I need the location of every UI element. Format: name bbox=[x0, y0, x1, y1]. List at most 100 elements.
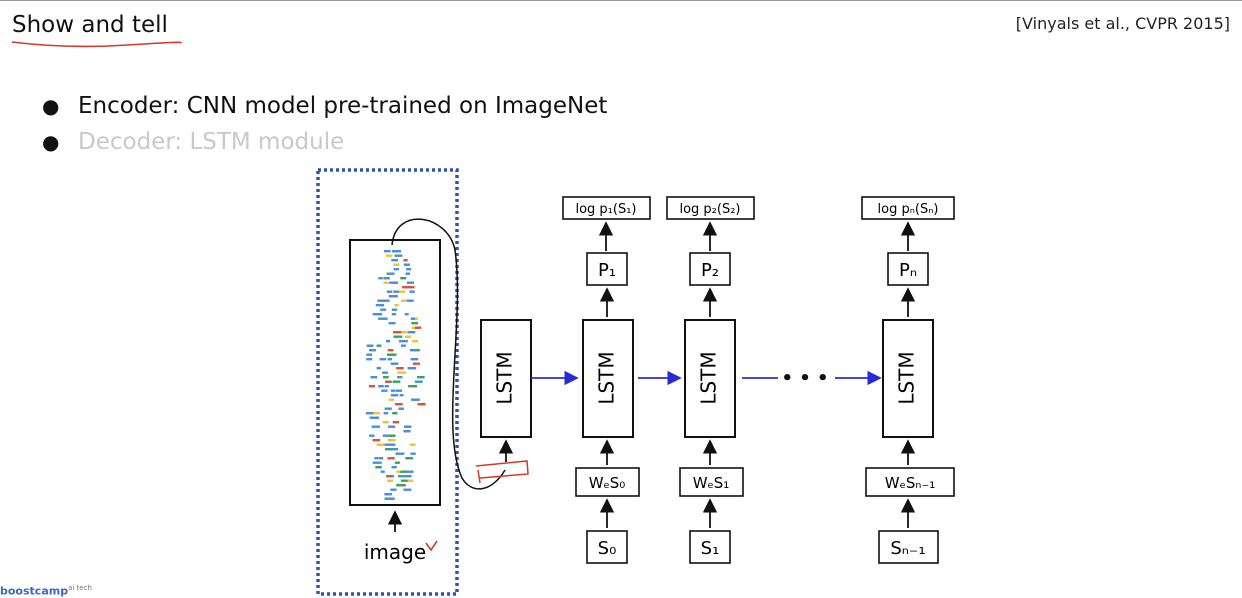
cnn-layer-block bbox=[370, 376, 378, 379]
cnn-layer-block bbox=[365, 412, 374, 415]
cnn-layer-block bbox=[405, 286, 415, 289]
input-box bbox=[878, 530, 939, 564]
lstm-init-label: LSTM bbox=[493, 351, 517, 404]
cnn-layer-block bbox=[376, 344, 382, 347]
output-label: log p₁(S₁) bbox=[575, 202, 636, 217]
cnn-layer-block bbox=[392, 412, 398, 415]
ellipsis: • • • bbox=[781, 368, 828, 389]
bullet-dot-icon: ● bbox=[42, 94, 60, 118]
cnn-layer-block bbox=[378, 385, 384, 388]
cnn-layer-block bbox=[380, 308, 386, 311]
cnn-layer-block bbox=[382, 434, 391, 437]
cnn-layer-block bbox=[404, 430, 411, 433]
cnn-layer-block bbox=[383, 281, 389, 284]
cnn-layer-block bbox=[388, 353, 397, 356]
prob-box bbox=[586, 252, 628, 286]
cnn-layer-block bbox=[406, 425, 412, 428]
output-box bbox=[861, 196, 955, 220]
slide-title: Show and tell bbox=[12, 12, 168, 38]
cnn-layer-block bbox=[384, 385, 389, 388]
lstm-box bbox=[684, 319, 736, 438]
cnn-layer-block bbox=[410, 452, 416, 455]
cnn-layer-block bbox=[393, 268, 399, 271]
bullet-text: Decoder: LSTM module bbox=[78, 129, 345, 155]
cnn-layer-block bbox=[402, 331, 409, 334]
cnn-layer-block bbox=[398, 407, 404, 410]
cnn-layer-block bbox=[399, 290, 405, 293]
lstm-box bbox=[582, 319, 634, 438]
cnn-layer-block bbox=[395, 389, 403, 392]
title-underline-annotation bbox=[11, 41, 182, 48]
cnn-layer-block bbox=[374, 457, 379, 460]
cnn-layer-block bbox=[393, 331, 402, 334]
cnn-layer-block bbox=[383, 376, 389, 379]
cnn-layer-block bbox=[387, 439, 396, 442]
cnn-box bbox=[349, 239, 441, 506]
image-label: image bbox=[364, 540, 426, 564]
cnn-layer-block bbox=[401, 299, 406, 302]
cnn-layer-block bbox=[405, 479, 414, 482]
boostcamp-logo: boostcampai tech bbox=[0, 584, 92, 598]
cnn-layer-block bbox=[405, 272, 410, 275]
cnn-layer-block bbox=[372, 461, 382, 464]
cnn-layer-block bbox=[392, 250, 401, 253]
cnn-layer-block bbox=[386, 475, 392, 478]
embed-box bbox=[575, 467, 640, 497]
cnn-layer-block bbox=[392, 394, 397, 397]
cnn-layer-block bbox=[387, 443, 396, 446]
cnn-layer-block bbox=[389, 281, 398, 284]
cnn-layer-block bbox=[385, 380, 391, 383]
cnn-layer-block bbox=[409, 349, 416, 352]
logo-sup: ai tech bbox=[68, 584, 92, 592]
cnn-layer-block bbox=[404, 313, 409, 316]
encoder-highlight-box bbox=[316, 168, 459, 596]
cnn-layer-block bbox=[384, 497, 392, 500]
cnn-layer-block bbox=[412, 340, 419, 343]
input-label: S₀ bbox=[598, 538, 617, 559]
cnn-layer-block bbox=[392, 421, 399, 424]
cnn-layer-block bbox=[372, 412, 380, 415]
cnn-layer-block bbox=[372, 439, 381, 442]
cnn-layer-block bbox=[408, 331, 416, 334]
cnn-layer-block bbox=[410, 358, 419, 361]
bullet-dot-icon: ● bbox=[42, 130, 60, 154]
cnn-layer-block bbox=[378, 317, 383, 320]
cnn-layer-block bbox=[376, 367, 381, 370]
cnn-layer-block bbox=[397, 376, 403, 379]
cnn-layer-block bbox=[398, 340, 408, 343]
prob-label: P₁ bbox=[598, 260, 616, 281]
cnn-layer-block bbox=[384, 407, 392, 410]
cnn-layer-block bbox=[406, 470, 414, 473]
output-box bbox=[562, 196, 651, 220]
bullet-decoder: ● Decoder: LSTM module bbox=[40, 124, 607, 160]
cnn-layer-block bbox=[391, 308, 398, 311]
cnn-layer-block bbox=[388, 322, 396, 325]
cnn-layer-block bbox=[390, 389, 396, 392]
cnn-layer-block bbox=[383, 412, 389, 415]
cnn-layer-block bbox=[417, 376, 425, 379]
cnn-layer-block bbox=[366, 358, 373, 361]
cnn-layer-block bbox=[393, 335, 403, 338]
cnn-layer-block bbox=[386, 340, 391, 343]
cnn-layer-block bbox=[395, 452, 405, 455]
output-label: log p₂(S₂) bbox=[679, 202, 740, 217]
cnn-layer-block bbox=[403, 263, 410, 266]
cnn-layer-block bbox=[400, 470, 407, 473]
cnn-layer-block bbox=[393, 448, 399, 451]
cnn-layer-block bbox=[386, 290, 393, 293]
cnn-layer-block bbox=[385, 448, 392, 451]
lstm-init-box bbox=[480, 319, 532, 438]
cnn-layer-block bbox=[393, 290, 401, 293]
cnn-layer-block bbox=[409, 443, 416, 446]
cnn-layer-block bbox=[398, 475, 403, 478]
cnn-layer-block bbox=[383, 250, 391, 253]
input-box bbox=[689, 530, 731, 564]
cnn-layer-block bbox=[401, 286, 408, 289]
cnn-layer-block bbox=[406, 281, 414, 284]
logo-text: boostcamp bbox=[0, 584, 69, 598]
timestep-1: log p₁(S₁) P₁ LSTM WₑS₀ S₀ bbox=[562, 196, 651, 564]
cnn-layer-block bbox=[406, 299, 414, 302]
cnn-layer-block bbox=[400, 277, 407, 280]
input-label: Sₙ₋₁ bbox=[890, 538, 925, 559]
cnn-layer-block bbox=[403, 488, 412, 491]
